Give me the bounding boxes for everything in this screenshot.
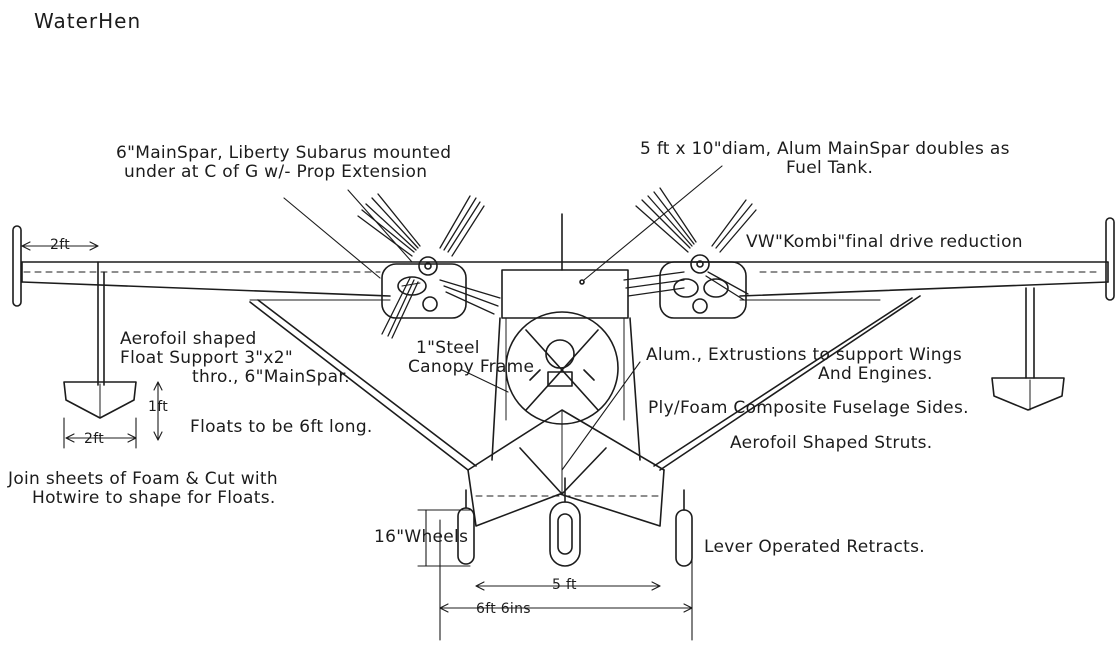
float-left bbox=[63, 261, 137, 419]
wheel-left bbox=[457, 489, 475, 565]
alum-extrusions-note-line2: And Engines. bbox=[818, 364, 933, 384]
leader-lines bbox=[283, 165, 723, 471]
wing-dimension-2ft: 2ft bbox=[50, 237, 70, 253]
foam-note-line1: Join sheets of Foam & Cut with bbox=[8, 469, 278, 489]
fuselage-sides-note: Ply/Foam Composite Fuselage Sides. bbox=[648, 398, 969, 418]
retracts-note: Lever Operated Retracts. bbox=[704, 537, 925, 557]
wheel-right bbox=[675, 489, 693, 567]
fuel-tank-note: 5 ft x 10"diam, Alum MainSpar doubles as… bbox=[640, 140, 1010, 178]
wingtip-right bbox=[1105, 217, 1115, 301]
wingtip-left bbox=[12, 225, 22, 307]
main-spar-note: 6"MainSpar, Liberty Subarus mounted unde… bbox=[116, 144, 451, 182]
main-spar-note-line1: 6"MainSpar, Liberty Subarus mounted bbox=[116, 143, 452, 163]
wheel-center bbox=[549, 477, 581, 567]
alum-extrusions-note-line1: Alum., Extrustions to support Wings bbox=[646, 345, 963, 365]
fuel-tank-note-line2: Fuel Tank. bbox=[786, 158, 874, 178]
float-right bbox=[991, 287, 1065, 411]
engine-left bbox=[381, 256, 467, 319]
wing bbox=[21, 261, 1109, 301]
float-width-2ft: 2ft bbox=[84, 431, 104, 447]
final-drive-note: VW"Kombi"final drive reduction bbox=[746, 232, 1023, 252]
engine-right bbox=[659, 254, 747, 319]
aerofoil-float-note-line2: Float Support 3"x2" bbox=[120, 348, 294, 368]
dimension-lines bbox=[21, 241, 693, 641]
struts-note: Aerofoil Shaped Struts. bbox=[730, 433, 933, 453]
float-length-note: Floats to be 6ft long. bbox=[190, 417, 373, 437]
fuel-tank-note-line1: 5 ft x 10"diam, Alum MainSpar doubles as bbox=[640, 139, 1010, 159]
track-dimension-5ft: 5 ft bbox=[552, 577, 577, 593]
propeller-right bbox=[623, 187, 757, 301]
strut-right bbox=[653, 295, 921, 471]
fuselage bbox=[491, 213, 641, 461]
alum-extrusions-note: Alum., Extrustions to support Wings And … bbox=[646, 346, 962, 384]
float-height-1ft: 1ft bbox=[148, 399, 168, 415]
sketch-title: WaterHen bbox=[34, 9, 142, 33]
foam-note: Join sheets of Foam & Cut with Hotwire t… bbox=[8, 470, 278, 508]
steel-canopy-note: 1"Steel Canopy Frame bbox=[408, 339, 534, 377]
steel-canopy-note-line2: Canopy Frame bbox=[408, 357, 535, 377]
aerofoil-float-note: Aerofoil shaped Float Support 3"x2" thro… bbox=[120, 330, 350, 387]
wheels-note: 16"Wheels bbox=[374, 527, 469, 547]
propeller-left bbox=[357, 193, 501, 339]
foam-note-line2: Hotwire to shape for Floats. bbox=[32, 488, 276, 508]
span-dimension-6ft6ins: 6ft 6ins bbox=[476, 601, 531, 617]
aerofoil-float-note-line3: thro., 6"MainSpar. bbox=[192, 367, 350, 387]
hull bbox=[467, 409, 665, 527]
main-spar-note-line2: under at C of G w/- Prop Extension bbox=[124, 162, 428, 182]
strut-left bbox=[249, 299, 477, 471]
aerofoil-float-note-line1: Aerofoil shaped bbox=[120, 329, 257, 349]
steel-canopy-note-line1: 1"Steel bbox=[416, 338, 480, 358]
